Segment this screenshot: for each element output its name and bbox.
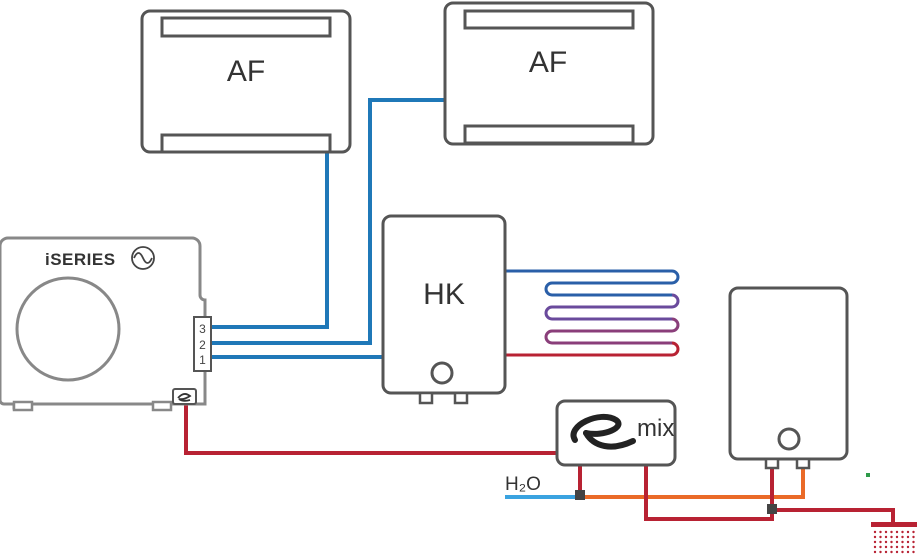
pipe-boiler-to-shower: [770, 461, 895, 525]
shower-head-icon: [871, 522, 917, 554]
fan-coil-unit-2: AF: [443, 1, 655, 146]
small-e-module: [172, 388, 197, 405]
shower-droplet: [901, 550, 904, 554]
shower-droplet: [890, 540, 893, 544]
shower-droplet: [906, 545, 910, 549]
pipe-warm-orange: [580, 461, 805, 499]
shower-droplet: [906, 535, 910, 539]
shower-droplet: [890, 545, 893, 549]
t-fitting-left: [575, 490, 585, 500]
shower-droplet: [884, 545, 888, 549]
pipe-red-outdoor-to-emix: [184, 405, 560, 455]
shower-droplet: [884, 530, 888, 534]
heating-circuit-label: HK: [423, 278, 465, 311]
shower-droplet: [873, 550, 877, 554]
emix-unit: mix: [555, 399, 677, 467]
e-swoosh-icon: [570, 413, 636, 450]
pipe-port2-to-af2: [212, 98, 445, 345]
shower-droplet: [906, 550, 910, 554]
water-heater-unit: [728, 286, 849, 470]
shower-droplet: [873, 545, 877, 549]
shower-droplet: [879, 540, 882, 544]
pipe-port3-to-af1: [212, 150, 329, 329]
shower-droplet: [879, 535, 882, 539]
shower-droplet: [884, 535, 888, 539]
shower-droplet: [879, 545, 882, 549]
shower-droplet: [901, 530, 904, 534]
fan-coil-unit-1: AF: [140, 9, 352, 154]
shower-droplet: [906, 540, 910, 544]
indicator-dot: [866, 473, 870, 477]
shower-droplet: [901, 535, 904, 539]
port-panel: [193, 316, 212, 372]
shower-droplet: [890, 550, 893, 554]
fan-grill-icon: [15, 276, 121, 382]
port-3-label: 3: [199, 322, 206, 336]
water-label: H₂O: [505, 474, 541, 495]
outdoor-heat-pump-unit: iSERIES 3 2 1: [0, 236, 212, 412]
shower-droplet: [912, 540, 915, 544]
port-1-label: 1: [199, 353, 206, 367]
t-fitting-right: [767, 504, 777, 514]
shower-droplet: [884, 540, 888, 544]
floor-heating-loops: [505, 269, 680, 357]
shower-droplet: [879, 530, 882, 534]
shower-droplet: [895, 550, 899, 554]
shower-droplet: [895, 545, 899, 549]
fan-coil-2-label: AF: [529, 46, 567, 79]
shower-droplet: [895, 540, 899, 544]
shower-droplet: [890, 535, 893, 539]
shower-droplet: [873, 540, 877, 544]
heating-circuit-unit: HK: [381, 214, 507, 405]
shower-droplet: [912, 550, 915, 554]
shower-droplet: [895, 530, 899, 534]
shower-droplet: [901, 545, 904, 549]
shower-droplet: [912, 530, 915, 534]
shower-droplet: [906, 530, 910, 534]
shower-droplet: [884, 550, 888, 554]
brand-label: iSERIES: [45, 250, 116, 269]
port-2-label: 2: [199, 338, 206, 352]
shower-droplet: [895, 535, 899, 539]
pipe-emix-hot-out: [644, 466, 774, 521]
shower-droplet: [912, 535, 915, 539]
shower-droplet: [901, 540, 904, 544]
shower-droplet: [879, 550, 882, 554]
fan-coil-1-label: AF: [227, 55, 265, 88]
shower-droplet: [912, 545, 915, 549]
sine-wave-circle-icon: [131, 246, 155, 270]
shower-droplet: [873, 530, 877, 534]
shower-droplet: [873, 535, 877, 539]
mixer-label: mix: [637, 415, 674, 442]
shower-droplet: [890, 530, 893, 534]
